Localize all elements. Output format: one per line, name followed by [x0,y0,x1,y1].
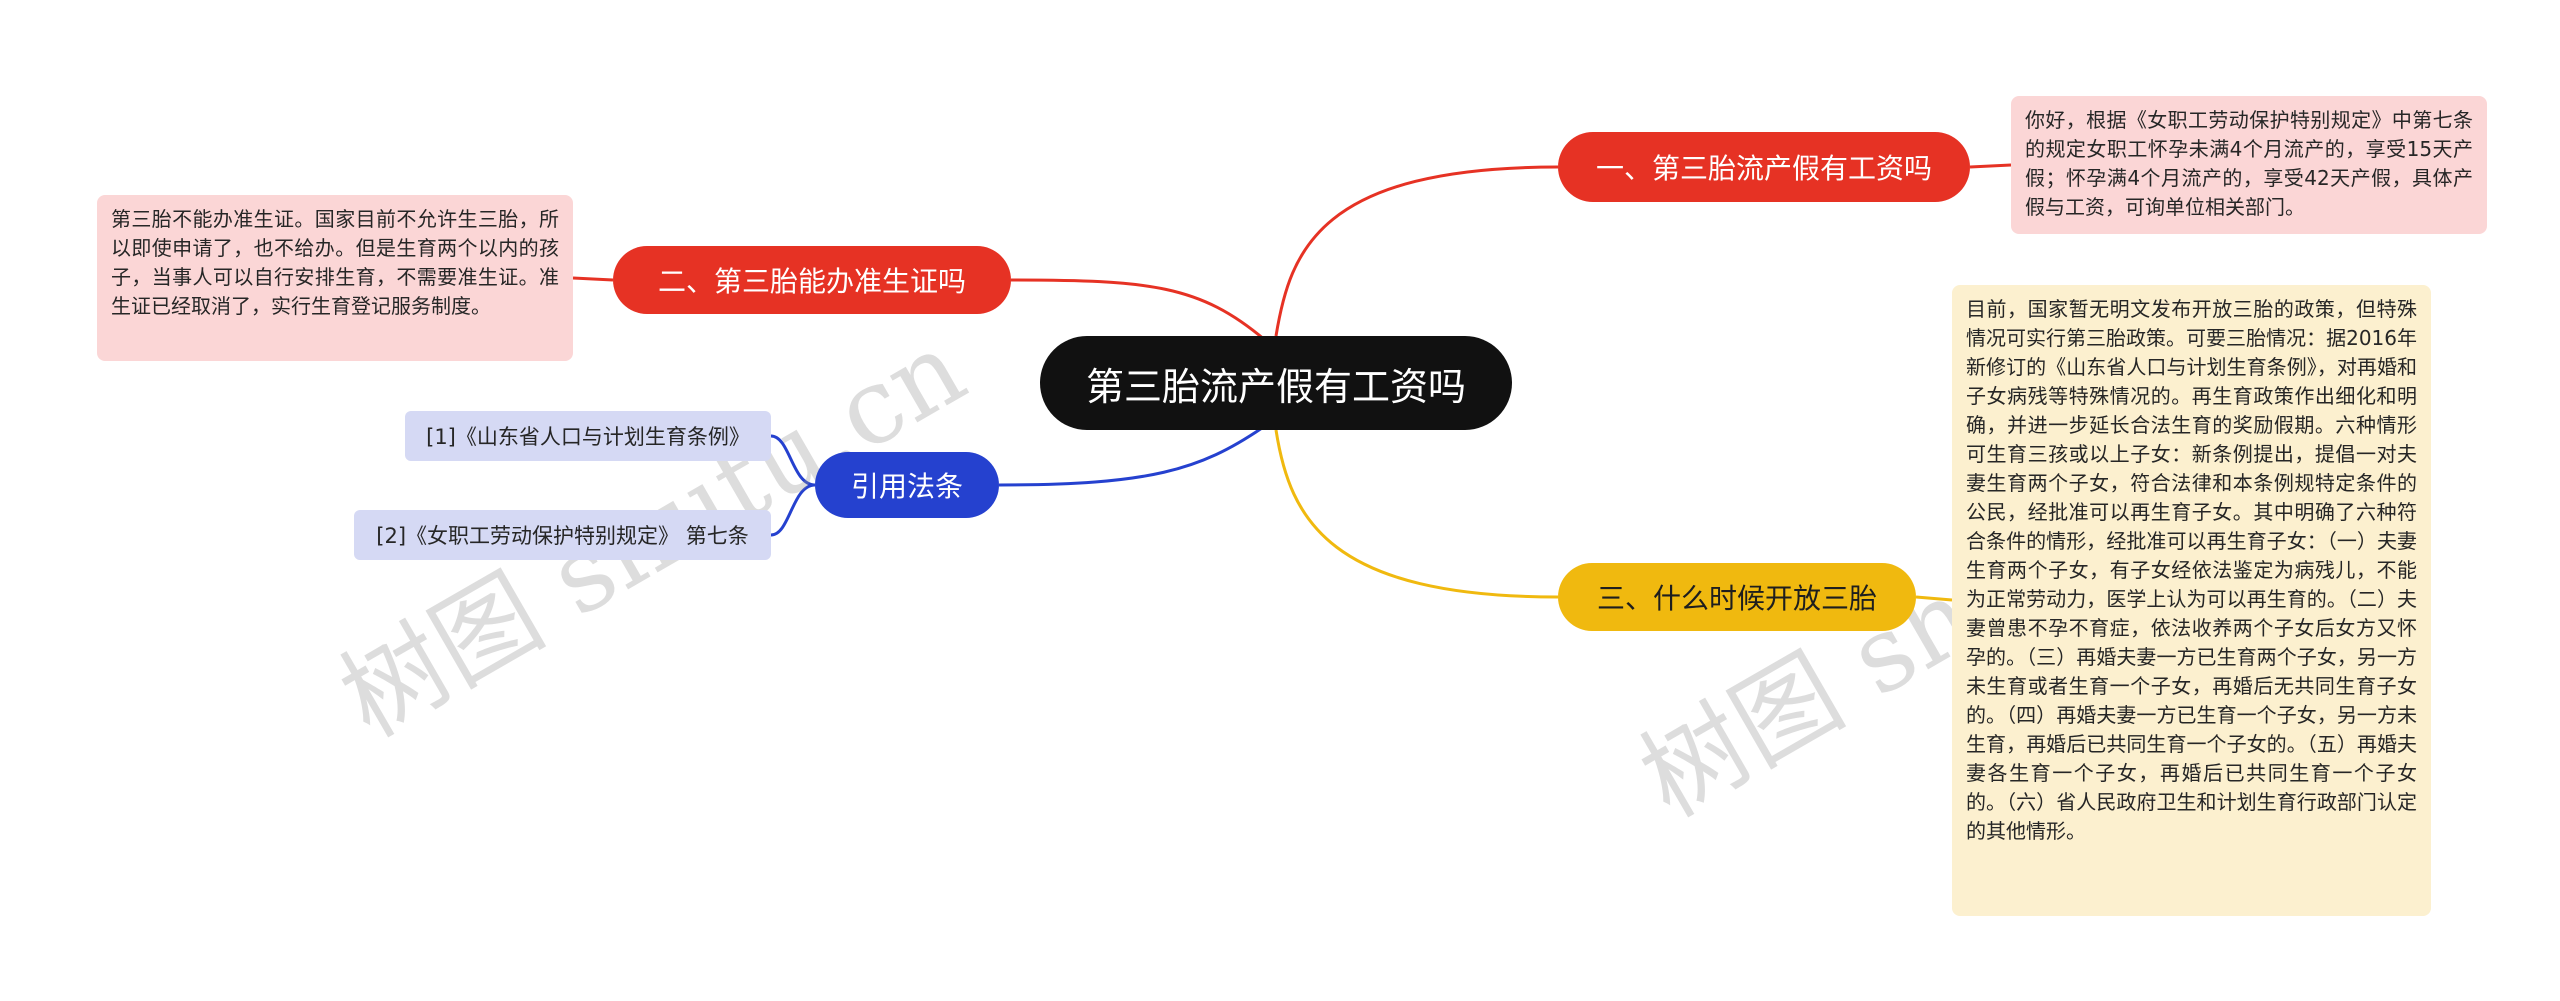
link-b2-leaf [572,276,614,282]
branch-node-birth-permit[interactable]: 二、第三胎能办准生证吗 [613,246,1011,314]
link-b4-r2 [770,483,816,537]
link-root-b1 [1274,165,1559,337]
link-b1-leaf [1969,163,2012,169]
leaf-note-flow-leave-pay[interactable]: 你好，根据《女职工劳动保护特别规定》中第七条的规定女职工怀孕未满4个月流产的，享… [2011,96,2487,234]
leaf-note-third-child-policy[interactable]: 目前，国家暂无明文发布开放三胎的政策，但特殊情况可实行第三胎政策。可要三胎情况：… [1952,285,2431,916]
branch-node-third-child-policy[interactable]: 三、什么时候开放三胎 [1558,563,1916,631]
branch-node-flow-leave-pay[interactable]: 一、第三胎流产假有工资吗 [1558,132,1970,202]
link-root-b2 [1010,278,1266,342]
law-reference-2[interactable]: [2]《女职工劳动保护特别规定》 第七条 [354,510,771,560]
link-b4-r1 [770,434,816,487]
law-reference-1[interactable]: [1]《山东省人口与计划生育条例》 [405,411,771,461]
link-root-b3 [1274,429,1559,599]
branch-node-cited-laws[interactable]: 引用法条 [815,452,999,518]
link-root-b4 [998,426,1263,487]
link-b3-leaf [1915,595,1953,602]
leaf-note-birth-permit[interactable]: 第三胎不能办准生证。国家目前不允许生三胎，所以即使申请了，也不给办。但是生育两个… [97,195,573,361]
root-node[interactable]: 第三胎流产假有工资吗 [1040,336,1512,430]
